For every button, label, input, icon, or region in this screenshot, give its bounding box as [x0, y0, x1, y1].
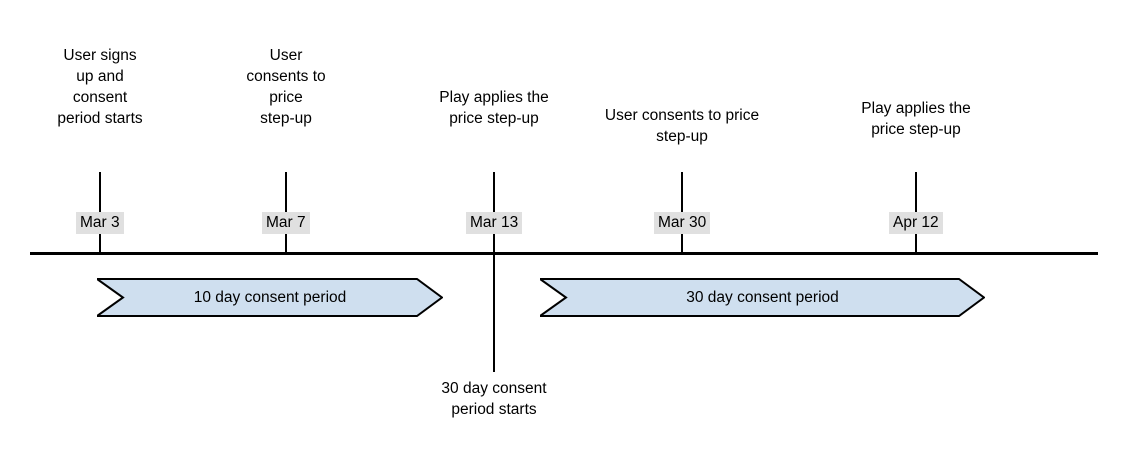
event-caption-consent-10day: User consents to price step-up: [246, 47, 326, 127]
event-caption-stepup-applied-2: Play applies the price step-up: [861, 100, 971, 138]
banner-30-day-label: 30 day consent period: [686, 288, 839, 306]
tick-stepup-applied-1: [493, 172, 495, 372]
date-label-consent-10day: Mar 7: [262, 212, 310, 234]
banner-30-day-shape: [540, 278, 985, 317]
date-label-stepup-applied-1: Mar 13: [466, 212, 523, 234]
banner-10-day: 10 day consent period: [97, 278, 443, 317]
banner-10-day-label: 10 day consent period: [193, 288, 347, 306]
event-caption-stepup-applied-1: Play applies the price step-up: [439, 89, 549, 127]
banner-30-day: 30 day consent period: [540, 278, 985, 317]
banner-10-day-shape: [97, 278, 443, 317]
below-caption-30-day-start-note: 30 day consent period starts: [441, 380, 547, 418]
date-label-signup: Mar 3: [76, 212, 124, 234]
timeline-axis: [30, 252, 1098, 255]
date-label-stepup-applied-2: Apr 12: [889, 212, 943, 234]
event-caption-signup: User signs up and consent period starts: [57, 47, 143, 127]
date-label-consent-30day: Mar 30: [654, 212, 711, 234]
event-caption-consent-30day: User consents to price step-up: [604, 107, 760, 145]
